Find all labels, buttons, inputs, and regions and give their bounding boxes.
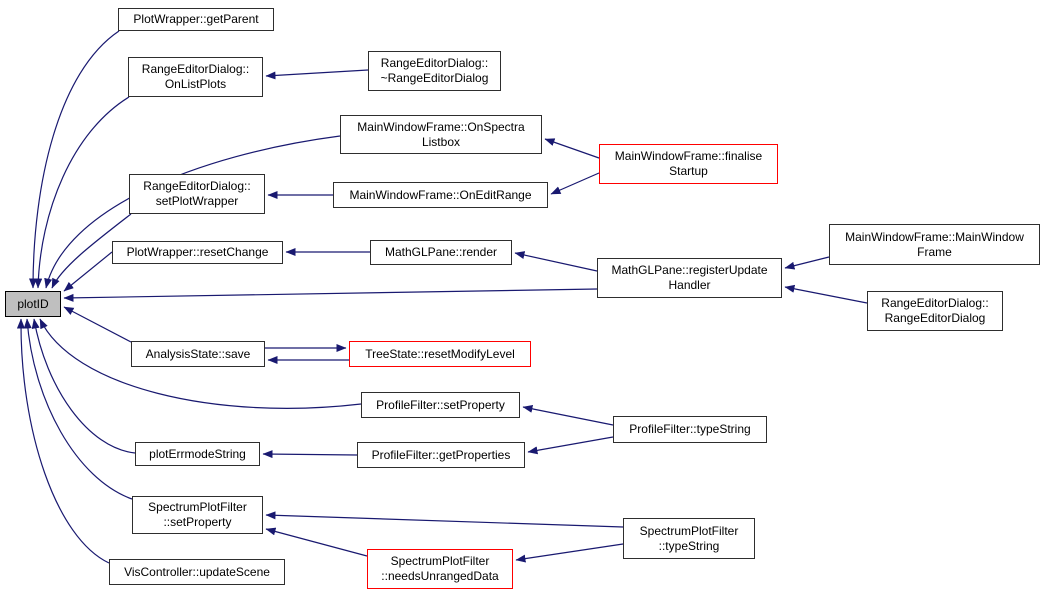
node-viscontroller-updatescene[interactable]: VisController::updateScene <box>109 559 285 585</box>
edge-profile-typestring-profile-setproperty <box>522 404 614 426</box>
edge-updatescene-plotid <box>16 318 110 564</box>
edge-spectrum-typestring-needsunrangeddata <box>515 543 624 563</box>
node-mathglpane-render[interactable]: MathGLPane::render <box>370 240 512 265</box>
edge-finalisestartup-onspectralistbox <box>544 138 600 159</box>
edge-setplotwrapper-plotid <box>51 213 132 289</box>
node-profilefilter-setproperty[interactable]: ProfileFilter::setProperty <box>361 392 520 418</box>
node-rangeeditordialog-dtor[interactable]: RangeEditorDialog:: ~RangeEditorDialog <box>368 51 501 91</box>
edge-finalisestartup-oneditrange <box>550 172 600 195</box>
edge-registerupdatehandler-plotid <box>63 288 598 302</box>
node-spectrumplotfilter-needsunrangeddata[interactable]: SpectrumPlotFilter ::needsUnrangedData <box>367 549 513 589</box>
edge-mainwindowframe-ctor-registerupdatehandler <box>784 256 830 270</box>
node-ploterrmodestring[interactable]: plotErrmodeString <box>135 442 260 466</box>
edge-ploterrmodestring-plotid <box>31 318 136 454</box>
node-profilefilter-typestring[interactable]: ProfileFilter::typeString <box>613 416 767 443</box>
edge-onlistplots-plotid <box>34 96 130 289</box>
edge-profile-getproperties-ploterrmodestring <box>262 450 358 459</box>
edge-analysisstate-save-plotid <box>63 306 132 343</box>
node-mainwindowframe-ctor[interactable]: MainWindowFrame::MainWindow Frame <box>829 224 1040 265</box>
node-spectrumplotfilter-setproperty[interactable]: SpectrumPlotFilter ::setProperty <box>132 496 263 534</box>
node-profilefilter-getproperties[interactable]: ProfileFilter::getProperties <box>357 442 525 468</box>
edge-spectrum-typestring-spectrum-setproperty <box>265 511 624 528</box>
node-treestate-resetmodifylevel[interactable]: TreeState::resetModifyLevel <box>349 341 531 367</box>
node-mathglpane-registerupdatehandler[interactable]: MathGLPane::registerUpdate Handler <box>597 258 782 298</box>
node-plotwrapper-resetchange[interactable]: PlotWrapper::resetChange <box>112 241 283 264</box>
edge-profile-setproperty-plotid <box>39 318 362 409</box>
edge-getparent-plotid <box>29 30 120 289</box>
node-plotwrapper-getparent[interactable]: PlotWrapper::getParent <box>118 8 274 31</box>
edge-needsunrangeddata-spectrum-setproperty <box>265 527 368 557</box>
node-analysisstate-save[interactable]: AnalysisState::save <box>131 341 265 367</box>
edge-profile-typestring-profile-getproperties <box>527 436 614 455</box>
edge-registerupdatehandler-render <box>514 251 598 272</box>
node-mainwindowframe-onspectralistbox[interactable]: MainWindowFrame::OnSpectra Listbox <box>340 115 542 154</box>
node-rangeeditordialog-setplotwrapper[interactable]: RangeEditorDialog:: setPlotWrapper <box>129 174 265 214</box>
edge-dtor-rangeeditordialog-onlistplots <box>265 69 369 80</box>
node-rangeeditordialog-onlistplots[interactable]: RangeEditorDialog:: OnListPlots <box>128 57 263 97</box>
node-mainwindowframe-finalisestartup[interactable]: MainWindowFrame::finalise Startup <box>599 144 778 184</box>
node-mainwindowframe-oneditrange[interactable]: MainWindowFrame::OnEditRange <box>333 182 548 208</box>
edge-spectrum-setproperty-plotid <box>23 318 133 500</box>
node-spectrumplotfilter-typestring[interactable]: SpectrumPlotFilter ::typeString <box>623 518 755 559</box>
node-plotid: plotID <box>5 291 61 317</box>
node-rangeeditordialog-ctor[interactable]: RangeEditorDialog:: RangeEditorDialog <box>867 291 1003 331</box>
edge-rangeeditordialog-ctor-registerupdatehandler <box>784 284 868 304</box>
edge-resetchange-plotid <box>63 251 113 292</box>
